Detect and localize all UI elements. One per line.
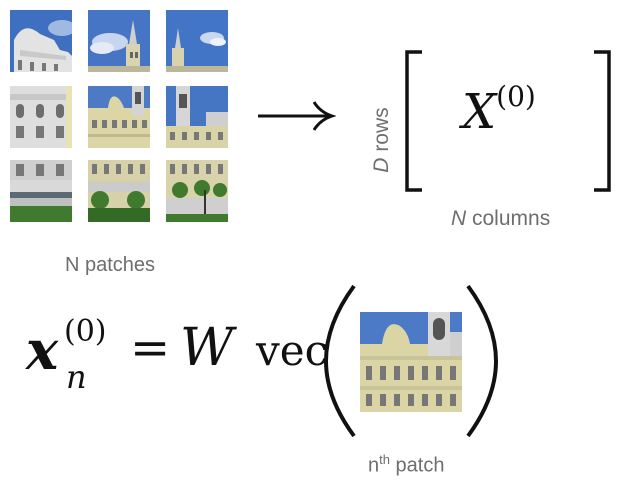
weight-symbol: W [180,318,234,378]
n-patches-caption: N patches [65,254,156,276]
image-patch [10,86,72,148]
n-columns-label-text: columns [466,207,551,230]
nth-patch-caption-sup: th [379,452,390,467]
image-patch [166,10,228,72]
image-patch [166,86,228,148]
matrix-left-bracket [404,50,424,192]
n-columns-label-italic: N [451,207,467,230]
nth-patch-caption: nth patch [368,452,444,478]
image-patch [88,10,150,72]
nth-patch-caption-base: n [368,454,380,477]
matrix-symbol: X(0) [462,80,536,140]
d-rows-label: D rows [370,90,394,190]
n-columns-label: N columns [451,207,550,231]
image-patch [10,10,72,72]
nth-patch-image [360,312,462,412]
image-patch [88,160,150,222]
matrix-symbol-x: X [462,84,497,140]
equation-lhs: x (0) n [26,314,126,398]
matrix-superscript: (0) [496,80,536,113]
right-arrow-icon [256,96,337,136]
d-rows-label-text: rows [370,107,393,158]
left-parenthesis [322,284,358,438]
image-patch [166,160,228,222]
lhs-superscript: (0) [64,314,107,349]
image-patch-grid [10,10,228,222]
lhs-symbol: x [26,318,59,382]
matrix-right-bracket [592,50,612,192]
right-parenthesis [464,284,500,438]
equals-sign: = [130,320,171,376]
vec-operator: vec [256,326,329,375]
d-rows-label-italic: D [370,157,393,173]
nth-patch-caption-text: patch [389,454,445,477]
image-patch [88,86,150,148]
image-patch [10,160,72,222]
lhs-subscript: n [66,358,87,396]
